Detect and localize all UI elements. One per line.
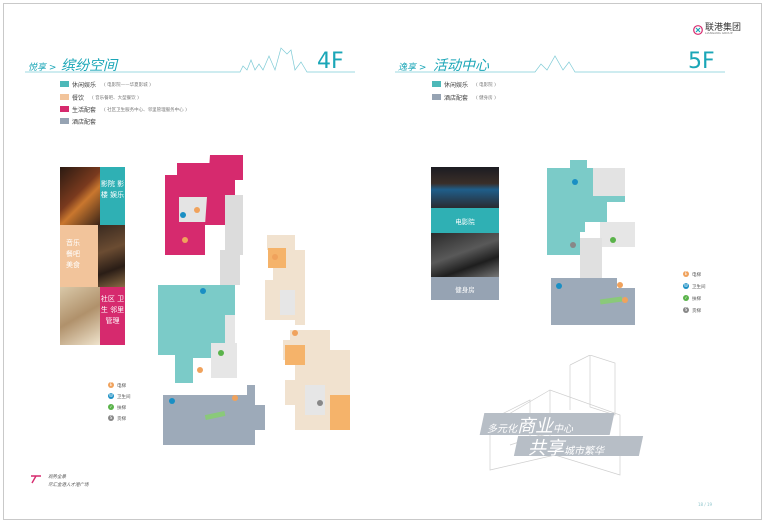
key-label-escalator-5f: 扶梯 — [692, 297, 701, 302]
key-label-elevator-5f: 电梯 — [692, 273, 701, 278]
skyline-line-right — [395, 55, 725, 73]
escalator-icon: ✓ — [108, 404, 114, 410]
right-title-prefix: 逸享 > — [398, 63, 427, 73]
legend-detail-life: ( 社区卫生服务中心、邻里管理服务中心 ) — [104, 108, 187, 113]
slogan-line1-post: 中心 — [553, 424, 573, 435]
brand-logo — [693, 20, 703, 39]
footer-line2: 尽汇金港人才港广场 — [48, 483, 89, 488]
legend-swatch-life — [60, 106, 69, 112]
legend-detail-leisure-5f: ( 电影院 ) — [476, 83, 496, 88]
skyline-line-left — [25, 47, 355, 73]
key-label-restroom-5f: 卫生间 — [692, 285, 706, 290]
restroom-icon: W — [108, 393, 114, 399]
side-label-dining: 音乐 餐吧 美食 — [66, 239, 80, 269]
zone-leisure-4f — [158, 285, 235, 383]
side-block-community — [100, 287, 125, 345]
left-title-prefix: 悦享 > — [28, 63, 57, 73]
side-label-leisure: 影院 影楼 娱乐 — [100, 180, 125, 199]
brand-sub: LIANGANG GROUP — [705, 31, 733, 35]
restroom-icon-5f: W — [683, 283, 689, 289]
key-label-freight-5f: 货梯 — [692, 309, 701, 314]
side-block-gym — [431, 277, 499, 300]
key-label-restroom: 卫生间 — [117, 395, 131, 400]
legend-detail-hotel-5f: ( 健身房 ) — [476, 96, 496, 101]
legend-label-leisure-5f: 休闲娱乐 — [444, 82, 469, 89]
slogan-line2: 共享城市繁华 — [528, 434, 604, 460]
key-label-escalator: 扶梯 — [117, 406, 126, 411]
photo-cinema — [60, 167, 100, 225]
legend-swatch-leisure-5f — [432, 81, 441, 87]
side-label-cinema-5f: 电影院 — [455, 218, 475, 226]
side-label-community: 社区 卫生 邻里 管理 — [100, 295, 125, 325]
legend-swatch-dining — [60, 94, 69, 100]
legend-label-hotel: 酒店配套 — [72, 119, 97, 126]
side-label-gym: 健身房 — [455, 286, 475, 294]
freight-elevator-icon-5f: S — [683, 307, 689, 313]
legend-label-hotel-5f: 酒店配套 — [444, 95, 469, 102]
left-floor-label: 4F — [317, 49, 344, 74]
zone-hotel-5f — [551, 278, 635, 325]
right-title: 活动中心 — [433, 58, 489, 74]
brand-name: 联港集团 — [705, 23, 742, 33]
legend-detail-dining: ( 音乐餐吧、大型餐饮 ) — [92, 96, 139, 101]
slogan-line2-post: 城市繁华 — [564, 446, 604, 457]
side-block-dining — [60, 225, 98, 287]
left-title: 缤纷空间 — [61, 58, 117, 74]
page-frame — [3, 3, 762, 520]
page-number: 18 / 19 — [698, 502, 713, 507]
right-floor-label: 5F — [688, 49, 715, 74]
photo-gym — [431, 233, 499, 277]
freight-elevator-icon: S — [108, 415, 114, 421]
slogan-line1: 多元化商业中心 — [487, 412, 573, 438]
side-block-leisure — [100, 167, 125, 225]
brand-logo-icon — [693, 25, 703, 35]
legend-swatch-leisure — [60, 81, 69, 87]
photo-music-bar — [98, 225, 125, 287]
slogan-line1-big: 商业 — [517, 416, 553, 437]
floor-plan-4f — [158, 155, 350, 445]
elevator-icon-5f: E — [683, 271, 689, 277]
footer-logo-icon — [31, 475, 41, 484]
side-block-cinema-5f — [431, 208, 499, 233]
escalator-icon-5f: ✓ — [683, 295, 689, 301]
legend-label-life: 生活配套 — [72, 107, 97, 114]
legend-swatch-hotel-5f — [432, 94, 441, 100]
key-label-elevator: 电梯 — [117, 384, 126, 389]
slogan-line2-big: 共享 — [528, 438, 564, 459]
footer-line1: 观势全景 — [48, 475, 66, 480]
legend-label-leisure: 休闲娱乐 — [72, 82, 97, 89]
legend-swatch-hotel — [60, 118, 69, 124]
legend-label-dining: 餐饮 — [72, 95, 85, 102]
legend-detail-leisure: ( 电影院——华夏影城 ) — [104, 83, 151, 88]
key-label-freight: 货梯 — [117, 417, 126, 422]
slogan-line1-pre: 多元化 — [487, 424, 517, 435]
photo-cinema-5f — [431, 167, 499, 208]
floor-plan-5f — [547, 160, 635, 325]
elevator-icon: E — [108, 382, 114, 388]
photo-community — [60, 287, 100, 345]
